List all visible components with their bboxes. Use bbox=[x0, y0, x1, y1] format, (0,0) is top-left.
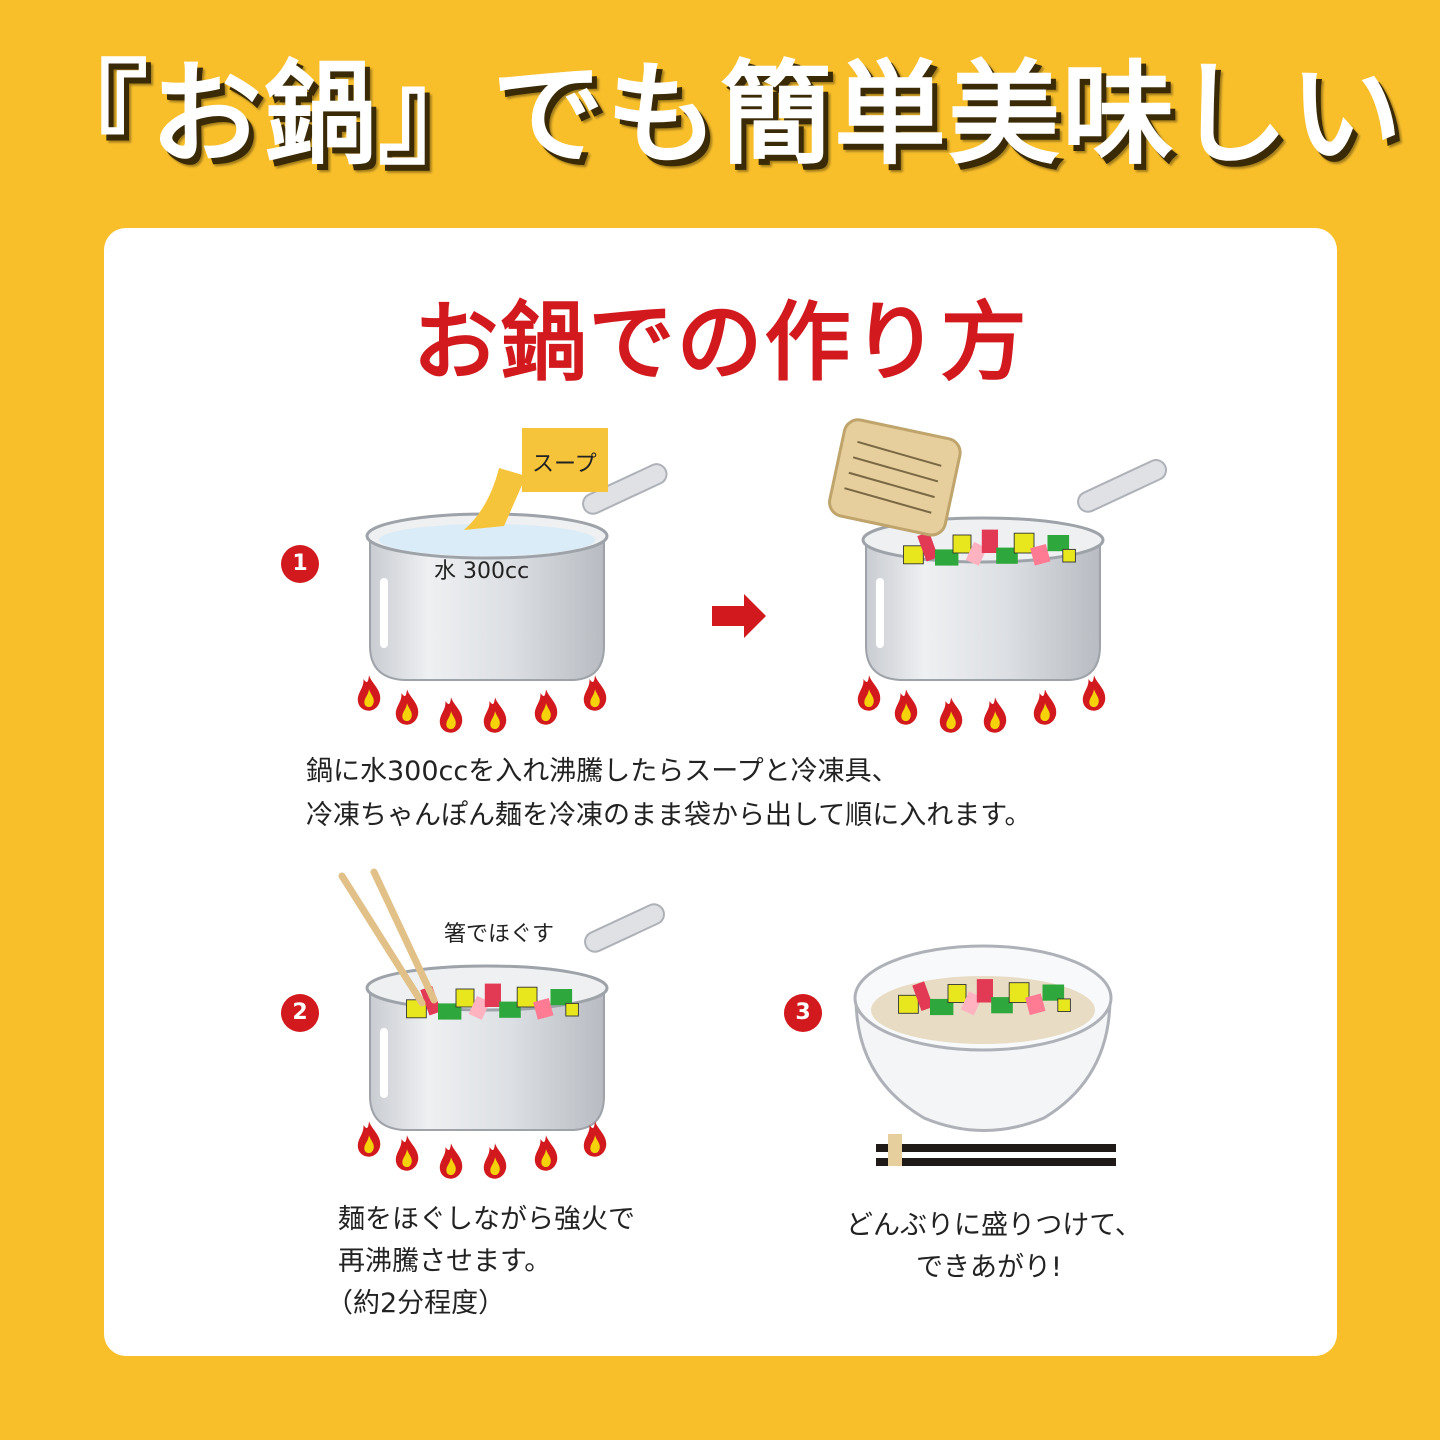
step1-caption-line2: 冷凍ちゃんぽん麺を冷凍のまま袋から出して順に入れます。 bbox=[306, 800, 1032, 831]
water-amount-label: 水 300cc bbox=[434, 559, 530, 584]
step1-pot-with-ingredients bbox=[828, 418, 1168, 681]
step2-pot bbox=[338, 868, 665, 1131]
step2-caption-line2: 再沸騰させます。 bbox=[338, 1246, 552, 1277]
chopsticks-label: 箸でほぐす bbox=[444, 922, 555, 947]
step2-caption-line3: （約2分程度） bbox=[326, 1288, 506, 1319]
headline: 『お鍋』でも簡単美味しい bbox=[36, 50, 1404, 180]
step3-caption-line2: できあがり! bbox=[916, 1252, 1062, 1283]
step1-caption-line1: 鍋に水300ccを入れ沸騰したらスープと冷凍具、 bbox=[306, 756, 899, 787]
soup-packet-label: スープ bbox=[532, 452, 597, 477]
arrow-icon bbox=[712, 594, 766, 638]
step3-number-badge: 3 bbox=[784, 994, 822, 1032]
step1-pot bbox=[365, 428, 668, 681]
illustrations bbox=[338, 418, 1168, 1179]
instruction-card: お鍋での作り方 bbox=[104, 228, 1337, 1356]
step1-flames bbox=[357, 675, 607, 733]
step3-bowl bbox=[853, 944, 1116, 1166]
step2-number-badge: 2 bbox=[281, 994, 319, 1032]
step1-flames-right bbox=[857, 675, 1106, 733]
step3-caption-line1: どんぶりに盛りつけて、 bbox=[846, 1210, 1142, 1241]
step2-caption-line1: 麺をほぐしながら強火で bbox=[338, 1204, 635, 1235]
card-title: お鍋での作り方 bbox=[412, 293, 1029, 393]
step1-number-badge: 1 bbox=[281, 545, 319, 583]
